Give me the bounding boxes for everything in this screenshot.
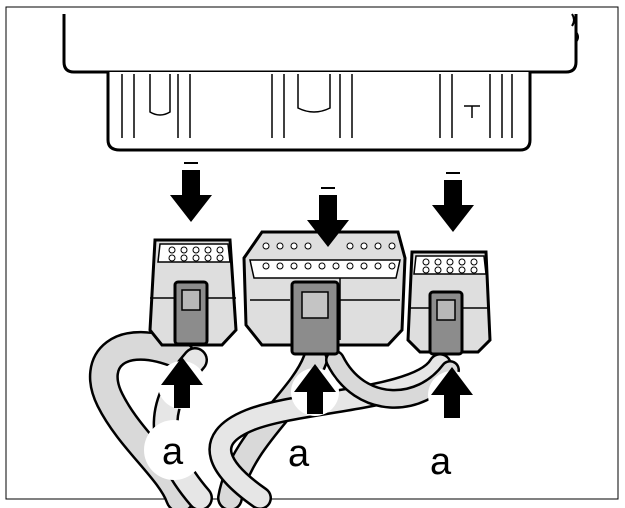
control-unit-housing [62, 13, 579, 152]
connector-middle [242, 230, 407, 356]
pin-grid-middle [262, 242, 396, 270]
latch-arrow-right [428, 367, 476, 419]
callout-label-a-middle: a [288, 433, 310, 475]
callout-bubble-left [144, 420, 204, 480]
callout-label-a-right: a [430, 441, 452, 483]
latch-arrow-left [158, 357, 206, 409]
callout-label-a-left: a [162, 431, 184, 473]
insert-arrow-middle [307, 187, 349, 247]
latch-arrow-middle [291, 364, 339, 416]
insert-arrow-right [432, 172, 474, 232]
connector-left [148, 238, 238, 347]
connector-right [406, 250, 492, 356]
pin-grid-left [168, 246, 224, 262]
pin-grid-right [422, 258, 478, 274]
insert-arrow-left [170, 162, 212, 222]
